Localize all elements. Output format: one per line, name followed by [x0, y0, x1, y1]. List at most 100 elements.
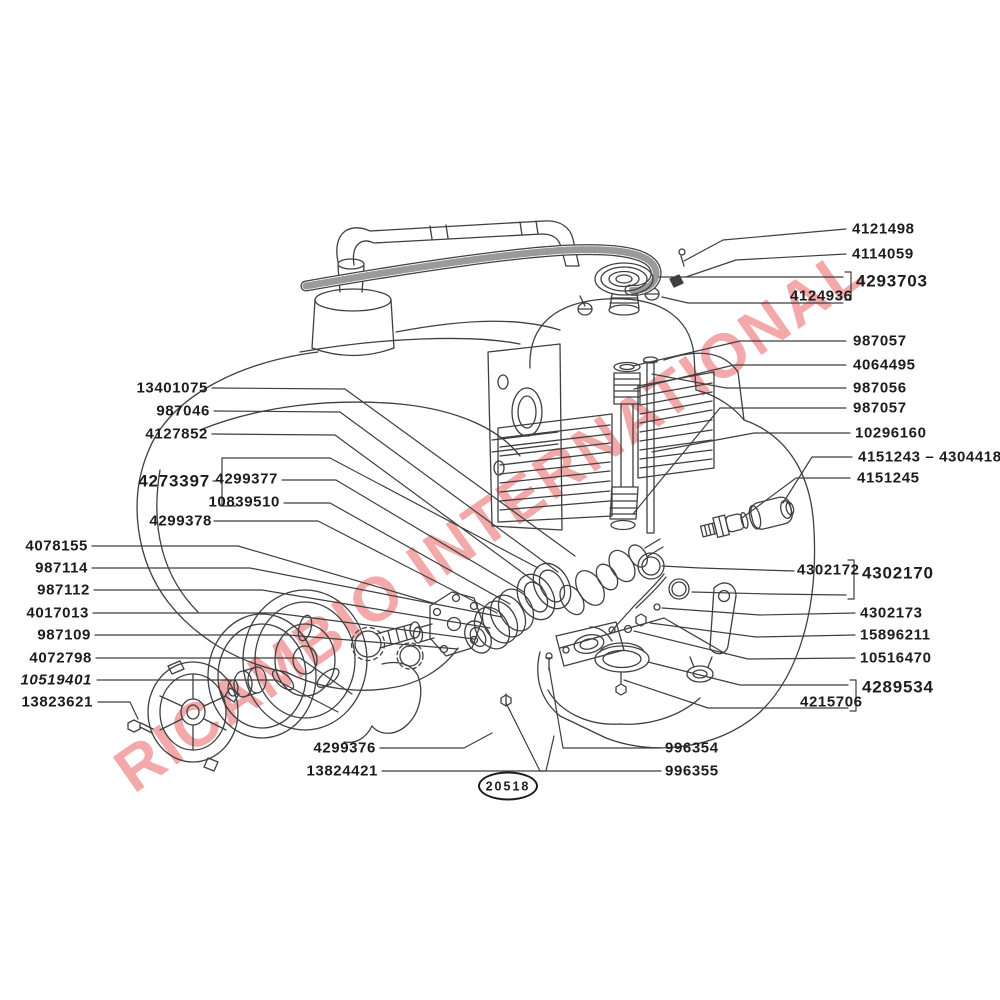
cylinder-head-drawing	[487, 343, 563, 531]
table-number-badge: 20518	[478, 771, 538, 801]
leader-line	[661, 607, 856, 616]
leader-line	[211, 387, 576, 557]
part-number-label: 4273397	[138, 471, 210, 491]
leader-line	[632, 340, 847, 367]
leader-line	[91, 567, 503, 618]
part-number-label: 4121498	[852, 220, 915, 238]
part-number-label: 4017013	[26, 604, 89, 622]
leader-line	[847, 559, 855, 600]
part-number-label: 10296160	[855, 424, 927, 442]
part-number-label: 987056	[853, 379, 907, 397]
part-number-label: 4289534	[862, 677, 934, 697]
leader-line	[281, 479, 525, 593]
air-filter-drawing	[311, 258, 395, 357]
pushrod-tube-drawing	[609, 361, 641, 531]
part-number-label: 4124936	[790, 287, 853, 305]
timing-gears-drawing	[350, 621, 424, 670]
part-number-label: 4151243 – 4304418	[858, 448, 1000, 466]
part-number-label: 987057	[853, 332, 907, 350]
leader-line	[685, 253, 847, 278]
part-number-label: 4064495	[853, 356, 916, 374]
oil-filler-cap-drawing	[594, 248, 686, 316]
crankcase-drawing	[537, 352, 816, 749]
leader-line	[212, 457, 237, 507]
part-number-label: 4078155	[25, 537, 88, 555]
part-number-label: 4299376	[313, 739, 376, 757]
leader-line	[651, 373, 847, 389]
part-number-label: 4302173	[860, 604, 923, 622]
table-number: 20518	[485, 779, 531, 793]
leader-line	[94, 634, 459, 650]
leader-line	[283, 502, 511, 605]
leader-line	[93, 589, 491, 629]
part-number-label: 4293703	[856, 271, 928, 291]
leader-line	[849, 679, 857, 712]
leader-line	[844, 271, 852, 301]
leader-line	[632, 407, 847, 515]
cylinder-fins-left-drawing	[497, 413, 613, 523]
valve-spring-set-drawing	[464, 562, 572, 654]
part-number-label: 4302172	[797, 561, 860, 579]
leader-line	[213, 410, 559, 573]
leader-line	[379, 732, 493, 749]
part-number-label: 996354	[665, 739, 719, 757]
clutch-bolt-drawing	[127, 719, 154, 734]
engine-mount-drawing	[343, 661, 422, 744]
part-number-label: 10516470	[860, 649, 932, 667]
leader-line	[683, 228, 847, 262]
leader-line	[213, 520, 498, 614]
part-number-label: 13401075	[136, 379, 208, 397]
part-number-label: 4127852	[145, 425, 208, 443]
leader-line	[691, 591, 847, 596]
braided-hose-drawing	[300, 244, 662, 296]
leader-line	[92, 612, 475, 640]
part-number-label: 987057	[853, 399, 907, 417]
part-number-label: 996355	[665, 762, 719, 780]
part-number-label: 987109	[37, 626, 91, 644]
pulley-drawing	[207, 589, 368, 739]
part-number-label: 4151245	[857, 469, 920, 487]
part-number-label: 15896211	[860, 626, 931, 644]
part-number-label: 4215706	[800, 693, 863, 711]
part-number-label: 4072798	[29, 649, 92, 667]
leader-line	[548, 666, 662, 749]
leader-line	[649, 622, 856, 638]
leader-line	[97, 701, 139, 720]
leader-line	[381, 735, 555, 772]
part-number-label: 13824421	[306, 762, 378, 780]
part-number-label: 987112	[37, 581, 90, 599]
leader-line	[633, 364, 847, 390]
leader-line	[96, 679, 339, 713]
sender-unit-drawing	[699, 496, 795, 539]
leader-line	[661, 565, 795, 572]
part-number-label: 987114	[35, 559, 88, 577]
part-number-label: 4299377	[215, 470, 278, 488]
leader-line	[221, 457, 539, 569]
part-number-label: 10519401	[20, 671, 92, 689]
leader-line	[633, 630, 856, 660]
intake-hose-drawing	[336, 220, 580, 267]
cylinder-fins-right-drawing	[637, 371, 715, 479]
part-number-label: 13823621	[21, 693, 93, 711]
part-number-label: 987046	[156, 402, 210, 420]
leader-line	[211, 433, 543, 588]
leader-line	[505, 702, 662, 772]
leader-line	[95, 657, 353, 695]
leader-line	[91, 545, 437, 605]
oil-strainer-drawing	[589, 626, 650, 696]
camshaft-drawing	[559, 538, 664, 616]
leader-line	[647, 661, 849, 686]
leader-lines-right	[505, 228, 857, 772]
part-number-label: 4302170	[862, 563, 934, 583]
leader-line	[623, 679, 849, 709]
dipstick-drawing	[609, 552, 690, 635]
leader-line	[651, 432, 851, 453]
part-number-label: 10839510	[208, 493, 280, 511]
leader-line	[782, 456, 853, 504]
engine-shroud-drawing	[136, 287, 745, 691]
leader-line	[661, 296, 844, 304]
leader-line	[741, 477, 851, 519]
clutch-drawing	[147, 660, 240, 772]
